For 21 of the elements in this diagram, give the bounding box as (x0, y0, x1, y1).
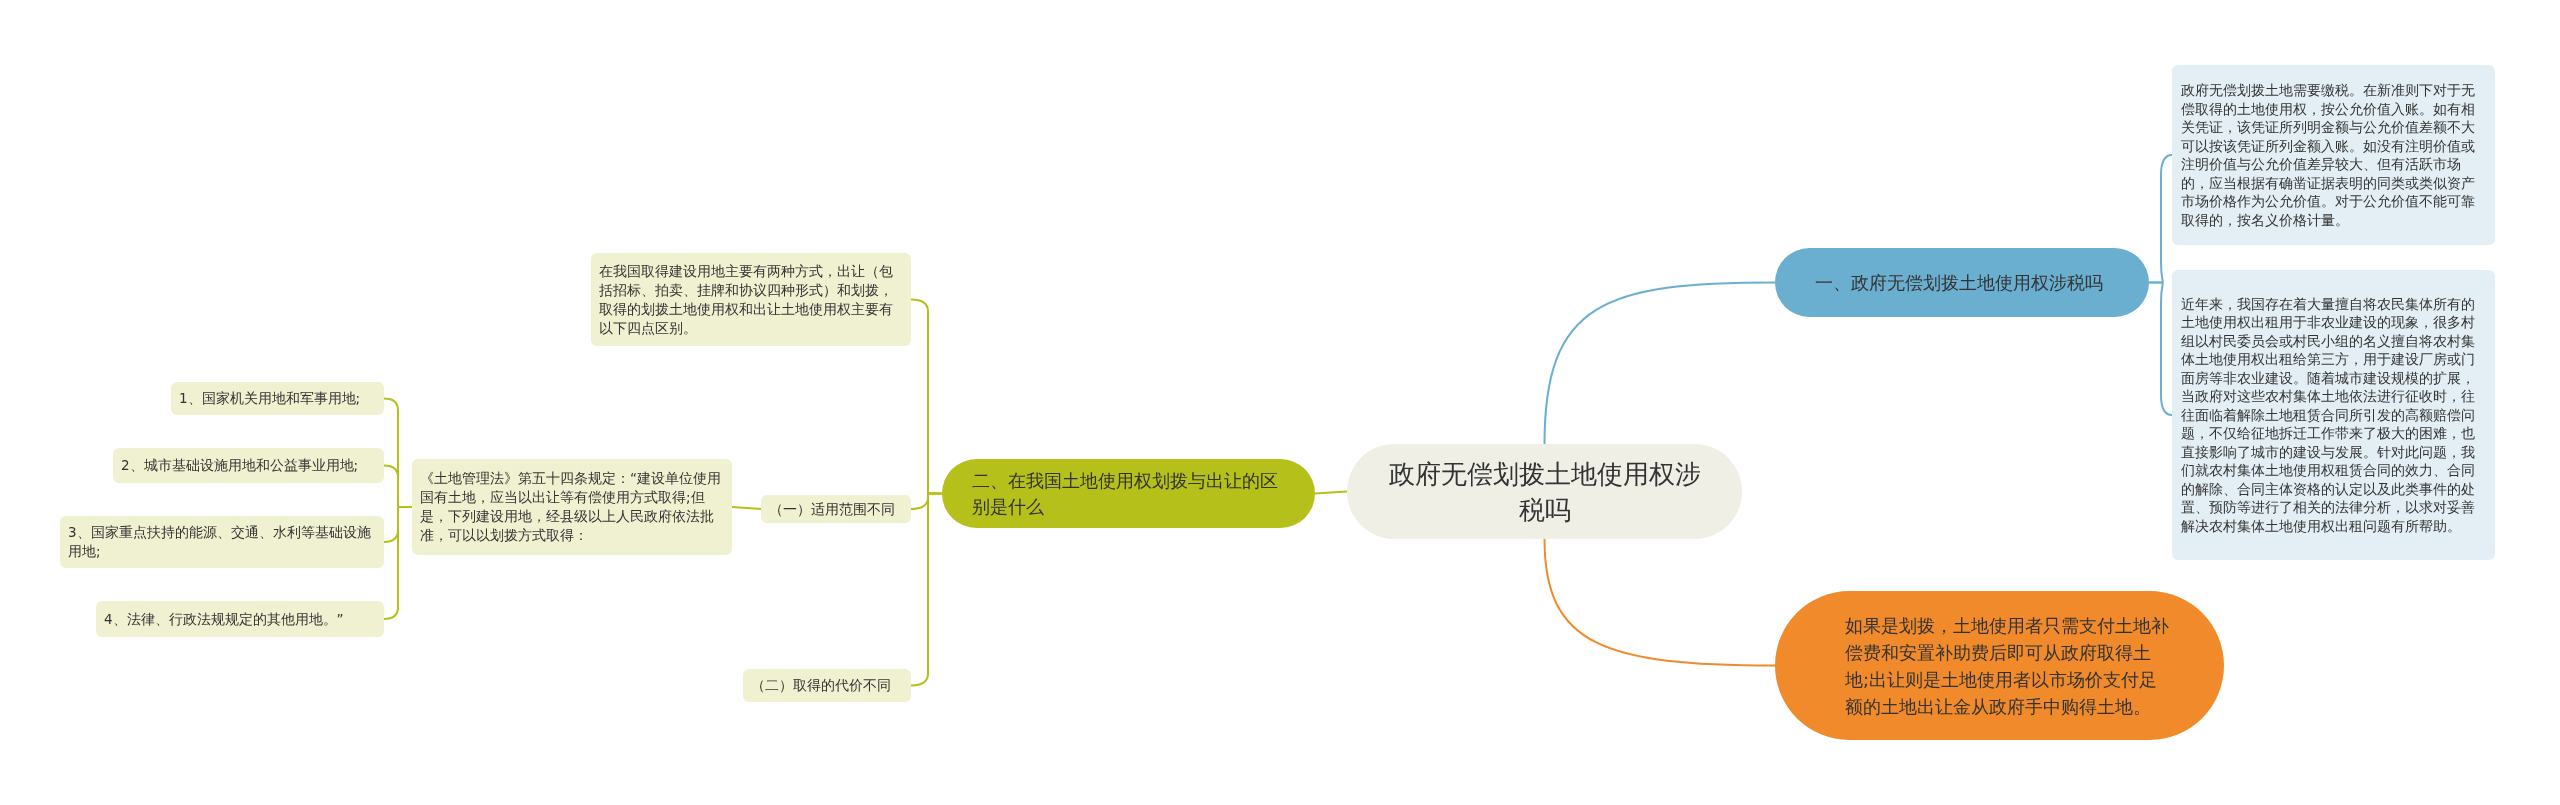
connector-line (2148, 281, 2173, 416)
note-box: 政府无偿划拨土地需要缴税。在新准则下对于无偿取得的土地使用权，按公允价值入账。如有相关凭证，该凭证所列明金额与公允价值差额不大可以按该凭证所列金额入账。如没有注明价值或注明价值与公允价值差异较大、但有活跃市场的，应当根据有确凿证据表明的同类或类似资产市场价格作为公允价值。对于公允价值不能可靠取得的，按名义价格计量。 (2172, 65, 2495, 245)
note-box: （一）适用范围不同 (761, 495, 911, 523)
topic-box: 一、政府无偿划拨土地使用权涉税吗 (1775, 248, 2149, 317)
connector-line (383, 506, 413, 620)
note-box: 1、国家机关用地和军事用地; (171, 382, 384, 415)
connector-line (1543, 538, 1776, 667)
topic-box: 二、在我国土地使用权划拨与出让的区别是什么 (942, 459, 1315, 528)
note-box: （二）取得的代价不同 (743, 669, 911, 702)
note-box: 近年来，我国存在着大量擅自将农民集体所有的土地使用权出租用于非农业建设的现象，很多村组以村民委员会或村民小组的名义擅自将农村集体土地使用权出租给第三方，用于建设厂房或门面房等非农业建设。随着城市建设规模的扩展，当政府对这些农村集体土地依法进行征收时，往往面临着解除土地租赁合同所引发的高额赔偿问题，不仅给征地拆迁工作带来了极大的困难，也直接影响了城市的建设与发展。针对此问题，我们就农村集体土地使用权租赁合同的效力、合同的解除、合同主体资格的认定以及此类事件的处置、预防等进行了相关的法律分析，以求对妥善解决农村集体土地使用权出租问题有所帮助。 (2172, 270, 2495, 560)
connector-line (1543, 281, 1776, 445)
connector-line (910, 492, 943, 687)
note-box: 2、城市基础设施用地和公益事业用地; (113, 448, 384, 483)
note-box: 4、法律、行政法规规定的其他用地。” (96, 601, 384, 637)
central-topic: 政府无偿划拨土地使用权涉税吗 (1347, 444, 1742, 539)
note-box: 在我国取得建设用地主要有两种方式，出让（包括招标、拍卖、挂牌和协议四种形式）和划拨，取得的划拨土地使用权和出让土地使用权主要有以下四点区别。 (591, 253, 911, 346)
note-box: 3、国家重点扶持的能源、交通、水利等基础设施用地; (60, 516, 384, 568)
note-box: 《土地管理法》第五十四条规定：“建设单位使用国有土地，应当以出让等有偿使用方式取得;但是，下列建设用地，经县级以上人民政府依法批准，可以以划拨方式取得： (412, 459, 732, 555)
connector-line (1314, 490, 1348, 495)
connector-line (731, 506, 762, 510)
topic-box: 如果是划拨，土地使用者只需支付土地补偿费和安置补助费后即可从政府取得土地;出让则是土地使用者以市场价支付足额的土地出让金从政府手中购得土地。 (1775, 591, 2224, 740)
